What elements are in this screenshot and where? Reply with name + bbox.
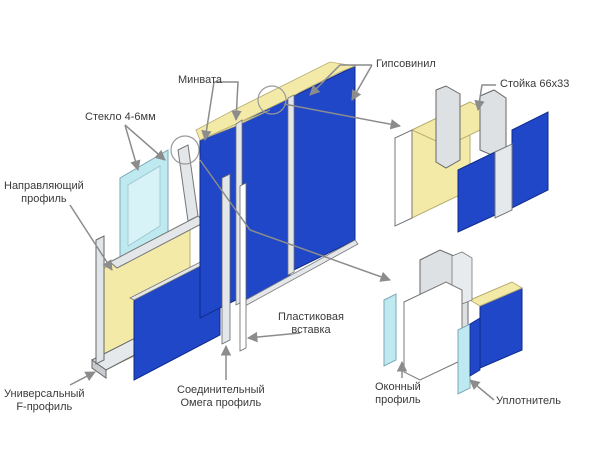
label-uplotnitel-text: Уплотнитель	[496, 395, 561, 407]
label-universalnyy: Универсальный F-профиль	[4, 388, 85, 414]
blue-panel-right	[293, 65, 356, 271]
detail-circle-2	[257, 85, 287, 115]
detail-stud-profile-a	[435, 85, 461, 169]
label-uplotnitel: Уплотнитель	[496, 395, 561, 408]
leader-minvata-1	[201, 81, 228, 142]
f-profile-left	[95, 235, 105, 365]
leader-steklo-2	[124, 124, 166, 161]
detail-circle-1	[170, 135, 200, 165]
label-minvata-text: Минвата	[178, 74, 223, 86]
leader-detail-1	[283, 103, 402, 130]
detail-stud-profile-b	[479, 89, 507, 157]
omega-profile	[221, 173, 231, 345]
label-universalnyy-line1: Универсальный	[4, 388, 85, 400]
leader-universalnyy	[69, 371, 96, 386]
glass-pane-inner	[127, 165, 161, 247]
detail-win-glass	[383, 293, 397, 367]
detail-win-seal	[469, 317, 481, 377]
label-steklo: Стекло 4-6мм	[85, 111, 156, 124]
label-napravlyayushchiy: Направляющий профиль	[4, 180, 84, 206]
label-okonnyy-line2: профиль	[375, 394, 421, 406]
label-gipsovinil-text: Гипсовинил	[376, 58, 436, 70]
label-universalnyy-line2: F-профиль	[16, 401, 73, 413]
leader-plastikovaya	[246, 331, 301, 343]
label-okonnyy-line1: Оконный	[375, 381, 421, 393]
label-stoyka: Стойка 66х33	[500, 78, 569, 91]
label-plastikovaya-line2: вставка	[291, 324, 331, 336]
leader-detail-2	[199, 159, 391, 282]
label-soedinitelnyy: Соединительный Омега профиль	[177, 384, 265, 410]
detail-stud-blue-right	[511, 111, 549, 209]
label-stoyka-text: Стойка 66х33	[500, 78, 570, 90]
detail-stud-board-left	[394, 129, 413, 227]
detail-win-glass-2	[457, 323, 471, 395]
leader-lines	[69, 64, 496, 401]
label-soedinitelnyy-line2: Омега профиль	[180, 397, 262, 409]
label-napravlyayushchiy-line1: Направляющий	[4, 180, 84, 192]
leader-gipsovinil-2	[351, 64, 373, 101]
label-minvata: Минвата	[178, 74, 222, 87]
detail-stud	[394, 85, 549, 233]
leader-napravlyayushchiy	[69, 204, 113, 271]
detail-window	[383, 249, 524, 395]
leader-steklo-1	[124, 124, 141, 172]
leader-minvata-2	[228, 81, 242, 122]
label-plastikovaya-line1: Пластиковая	[278, 311, 344, 323]
blue-panel-mid	[199, 123, 237, 319]
detail-win-wool	[468, 281, 524, 307]
label-gipsovinil: Гипсовинил	[376, 58, 436, 71]
leader-stoyka	[474, 84, 496, 112]
blue-panel-mid2	[241, 97, 291, 303]
leader-uplotnitel	[469, 379, 495, 401]
label-plastikovaya: Пластиковая вставка	[278, 311, 344, 337]
detail-stud-edge	[494, 143, 513, 219]
label-napravlyayushchiy-line2: профиль	[21, 193, 67, 205]
label-steklo-text: Стекло 4-6мм	[85, 111, 156, 123]
stud-right	[287, 94, 295, 276]
plastic-insert	[239, 182, 247, 352]
leader-gipsovinil-1	[309, 64, 372, 96]
label-okonnyy: Оконный профиль	[375, 381, 421, 407]
detail-win-frame	[403, 281, 463, 381]
window-frame-post	[177, 144, 199, 222]
label-soedinitelnyy-line1: Соединительный	[177, 384, 265, 396]
